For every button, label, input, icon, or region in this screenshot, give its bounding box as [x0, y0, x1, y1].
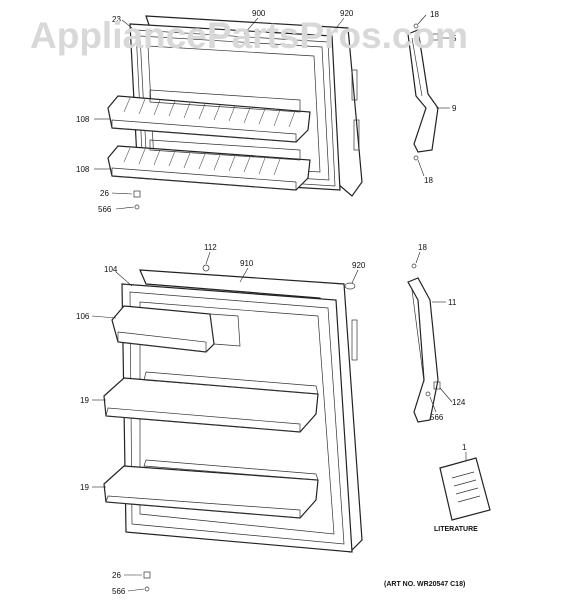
callout-112: 112 [204, 243, 217, 252]
fresh-food-handle [407, 263, 441, 423]
callout-566-bottom: 566 [112, 587, 126, 596]
leader-lines [91, 14, 467, 592]
door-shelf-lower [103, 459, 319, 519]
callout-566-mid: 566 [430, 413, 444, 422]
callout-labels: 23 900 920 18 5 9 18 108 108 26 566 112 … [76, 9, 467, 596]
callout-920-bottom: 920 [352, 261, 366, 270]
freezer-door-stop [351, 69, 358, 101]
callout-18-bottom: 18 [418, 243, 427, 252]
fresh-food-door-stop [351, 319, 358, 361]
callout-23: 23 [112, 15, 121, 24]
literature-booklet [439, 457, 491, 521]
callout-18-mid: 18 [424, 176, 433, 185]
freezer-shelf-upper [107, 89, 311, 143]
screw-icon [413, 155, 419, 161]
freezer-shelf-lower [107, 139, 311, 191]
callout-108-lower: 108 [76, 165, 90, 174]
handle-plug [431, 33, 439, 41]
fresh-food-gasket [129, 291, 345, 545]
screw-icon [144, 586, 150, 592]
hinge-plug [344, 282, 356, 290]
door-shelf-upper [103, 371, 319, 433]
door-cam [202, 264, 210, 272]
hinge-pin-cover [133, 190, 141, 198]
literature-label: LITERATURE [434, 526, 478, 533]
callout-11: 11 [448, 298, 457, 307]
callout-106: 106 [76, 312, 90, 321]
callout-920-top: 920 [340, 9, 354, 18]
callout-124: 124 [452, 398, 466, 407]
callout-19-lower: 19 [80, 483, 89, 492]
callout-26-bottom: 26 [112, 571, 121, 580]
watermark: AppliancePartsPros.com [30, 15, 468, 56]
callout-18-top: 18 [430, 10, 439, 19]
art-number: (ART NO. WR20547 C18) [384, 581, 465, 588]
hinge-pin-cover-lower [143, 571, 151, 579]
screw-icon [134, 204, 140, 210]
freezer-door-stop-lower [353, 119, 360, 151]
callout-26-top: 26 [100, 189, 109, 198]
fresh-food-liner-inner [139, 301, 335, 535]
handle-plug-lower [433, 381, 441, 390]
callout-910: 910 [240, 259, 254, 268]
callout-104: 104 [104, 265, 118, 274]
callout-566-top: 566 [98, 205, 112, 214]
callout-9: 9 [452, 104, 457, 113]
freezer-door-assembly [107, 15, 363, 197]
screw-icon [425, 391, 431, 397]
freezer-handle [407, 23, 439, 161]
fresh-food-door-assembly [103, 269, 363, 553]
callout-108-upper: 108 [76, 115, 90, 124]
callout-19-upper: 19 [80, 396, 89, 405]
screw-icon [411, 263, 417, 269]
callout-1: 1 [462, 443, 467, 452]
callout-5: 5 [452, 34, 457, 43]
callout-900: 900 [252, 9, 266, 18]
screw-icon [413, 23, 419, 29]
dairy-compartment [111, 305, 241, 353]
